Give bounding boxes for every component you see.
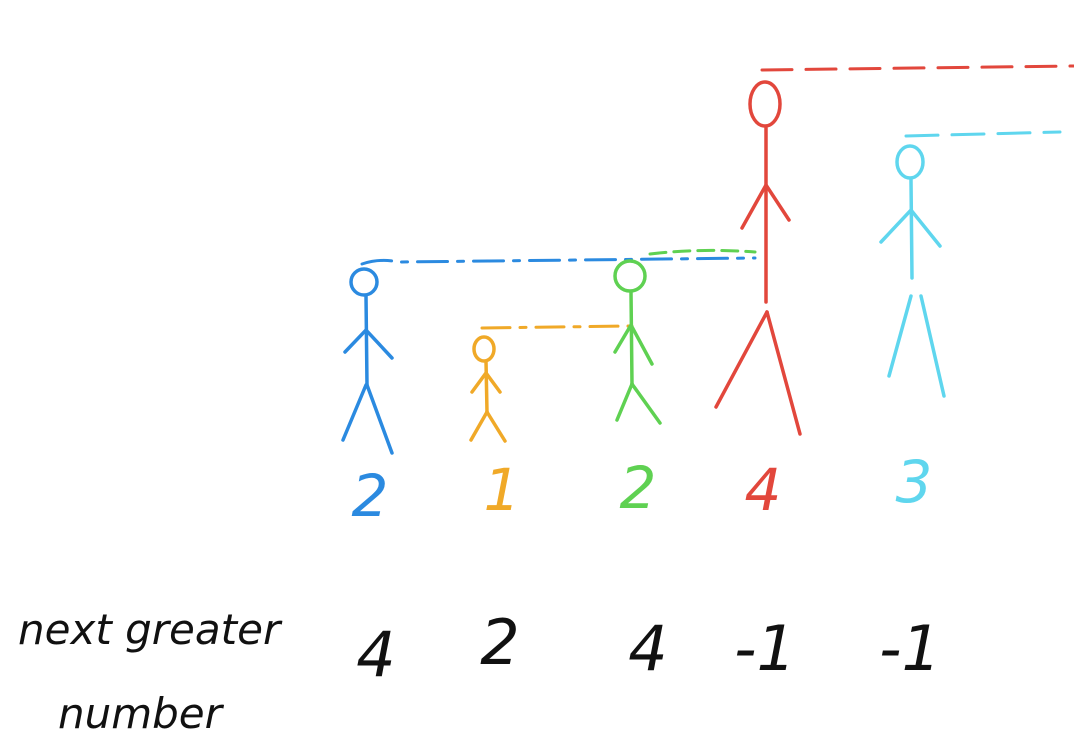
next-greater-4: -1 <box>734 612 796 685</box>
next-greater-values: 4 2 4 -1 -1 <box>356 606 941 691</box>
stick-figure-3 <box>613 259 662 425</box>
next-greater-1: 4 <box>356 618 395 691</box>
stick-figure-4 <box>714 80 802 436</box>
stick-figure-1 <box>341 267 394 455</box>
height-label-5: 3 <box>896 448 933 516</box>
row-label-line-1: next greater <box>18 605 283 654</box>
stick-figure-2 <box>469 335 507 443</box>
sight-line-5 <box>904 130 1062 138</box>
sight-line-1 <box>360 256 757 266</box>
sight-line-3 <box>648 248 757 256</box>
next-greater-2: 2 <box>480 606 519 679</box>
sight-lines <box>360 64 1074 330</box>
row-label-line-2: number <box>58 689 225 738</box>
height-label-1: 2 <box>352 462 389 530</box>
next-greater-5: -1 <box>879 612 941 685</box>
height-label-3: 2 <box>620 454 657 522</box>
sight-line-2 <box>480 324 634 330</box>
row-label: next greater number <box>18 605 283 738</box>
height-label-2: 1 <box>484 456 521 524</box>
stick-figure-5 <box>879 144 946 398</box>
height-labels: 2 1 2 4 3 <box>352 448 933 530</box>
next-greater-3: 4 <box>628 612 667 685</box>
sight-line-4 <box>760 64 1074 72</box>
height-label-4: 4 <box>745 456 782 524</box>
